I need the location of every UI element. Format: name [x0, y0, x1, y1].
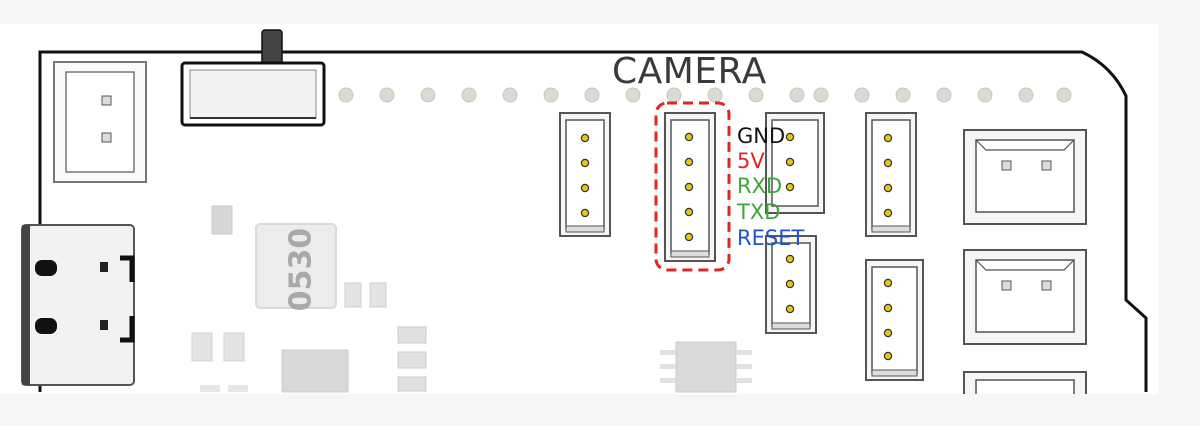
connector-4pin-b — [765, 112, 825, 214]
connector-3pin — [765, 235, 817, 334]
jst-connector-right-c — [963, 371, 1087, 397]
header-holes — [338, 87, 1072, 103]
smd-components — [191, 205, 752, 393]
pin-label-rxd: RXD — [737, 174, 783, 198]
usb-c-port — [21, 224, 135, 386]
connector-4pin-d — [865, 259, 924, 381]
camera-label: CAMERA — [612, 51, 767, 92]
jst-connector-right-b — [963, 249, 1087, 345]
pin-label-5v: 5V — [737, 149, 765, 173]
chip-marking: 0530 — [273, 227, 329, 311]
chip-marking-text: 0530 — [283, 227, 319, 311]
camera-highlight-box — [654, 101, 731, 272]
pin-label-txd: TXD — [737, 200, 781, 224]
jst-connector-left — [53, 61, 147, 183]
jst-connector-right-a — [963, 129, 1087, 225]
pin-label-gnd: GND — [737, 124, 786, 148]
slide-switch — [180, 29, 326, 127]
connector-4pin-a — [559, 112, 611, 237]
pin-label-reset: RESET — [737, 226, 805, 250]
camera-connector-5pin — [664, 112, 716, 262]
connector-4pin-c — [865, 112, 917, 237]
